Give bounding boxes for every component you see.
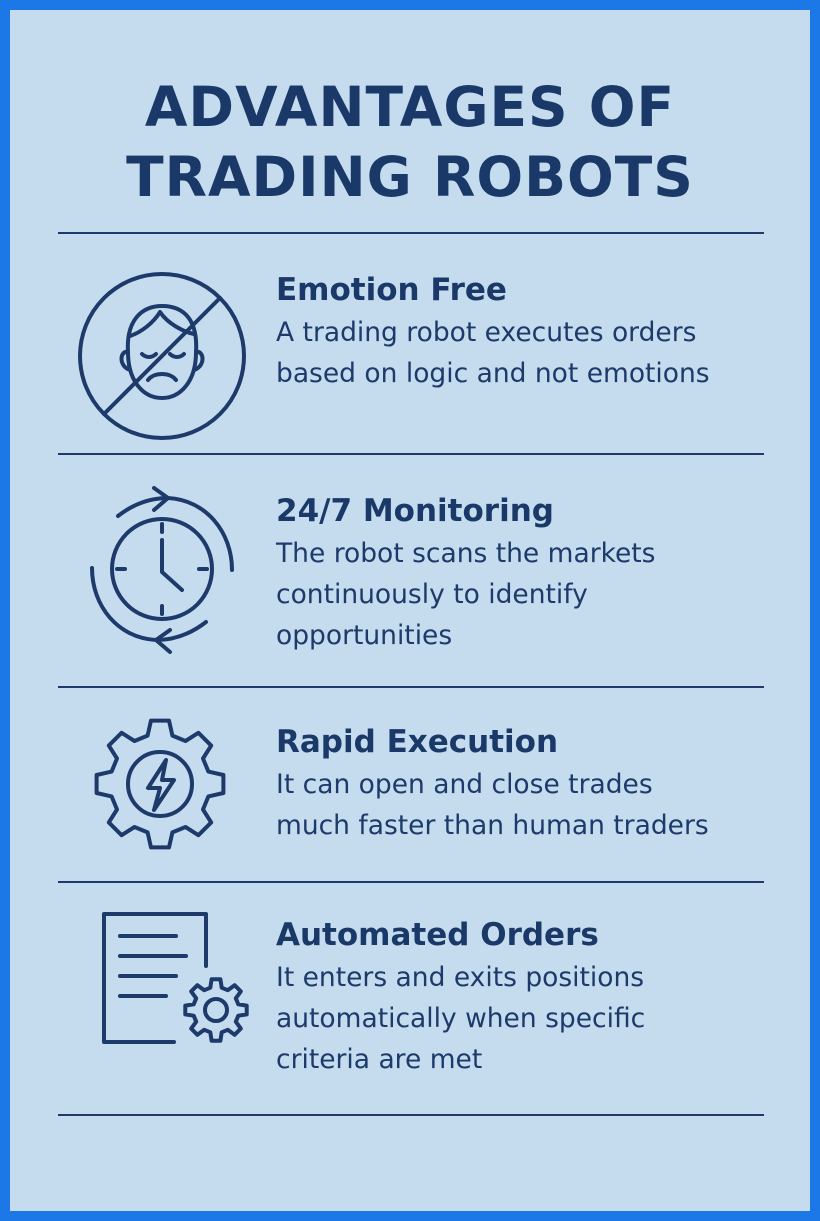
item-desc-line: automatically when specific bbox=[276, 1003, 646, 1034]
divider bbox=[58, 1114, 764, 1116]
item-desc-line: It enters and exits positions bbox=[276, 962, 645, 993]
item-automated-orders: Automated Orders It enters and exits pos… bbox=[276, 915, 796, 1080]
divider bbox=[58, 453, 764, 455]
title-line-2: TRADING ROBOTS bbox=[126, 145, 694, 209]
divider bbox=[58, 881, 764, 883]
item-title: Automated Orders bbox=[276, 917, 599, 953]
divider bbox=[58, 232, 764, 234]
item-desc-line: continuously to identify bbox=[276, 579, 588, 610]
item-monitoring: 24/7 Monitoring The robot scans the mark… bbox=[276, 491, 796, 656]
clock-cycle-icon bbox=[84, 480, 240, 658]
item-title: Emotion Free bbox=[276, 272, 507, 308]
item-desc-line: much faster than human traders bbox=[276, 810, 709, 841]
item-desc-line: It can open and close trades bbox=[276, 769, 653, 800]
item-desc-line: criteria are met bbox=[276, 1044, 483, 1075]
gear-lightning-icon bbox=[92, 716, 228, 852]
item-desc-line: opportunities bbox=[276, 620, 453, 651]
title-line-1: ADVANTAGES OF bbox=[144, 75, 676, 139]
item-desc-line: A trading robot executes orders bbox=[276, 317, 697, 348]
document-gear-icon bbox=[100, 910, 250, 1050]
no-emotion-face-icon bbox=[76, 270, 248, 442]
divider bbox=[58, 686, 764, 688]
infographic-card: ADVANTAGES OF TRADING ROBOTS Emotion Fre… bbox=[10, 10, 810, 1211]
item-title: Rapid Execution bbox=[276, 724, 559, 760]
item-desc-line: based on logic and not emotions bbox=[276, 358, 710, 389]
item-title: 24/7 Monitoring bbox=[276, 493, 554, 529]
item-desc-line: The robot scans the markets bbox=[276, 538, 656, 569]
item-rapid-execution: Rapid Execution It can open and close tr… bbox=[276, 722, 796, 846]
page-title: ADVANTAGES OF TRADING ROBOTS bbox=[10, 72, 810, 212]
item-emotion-free: Emotion Free A trading robot executes or… bbox=[276, 270, 796, 394]
